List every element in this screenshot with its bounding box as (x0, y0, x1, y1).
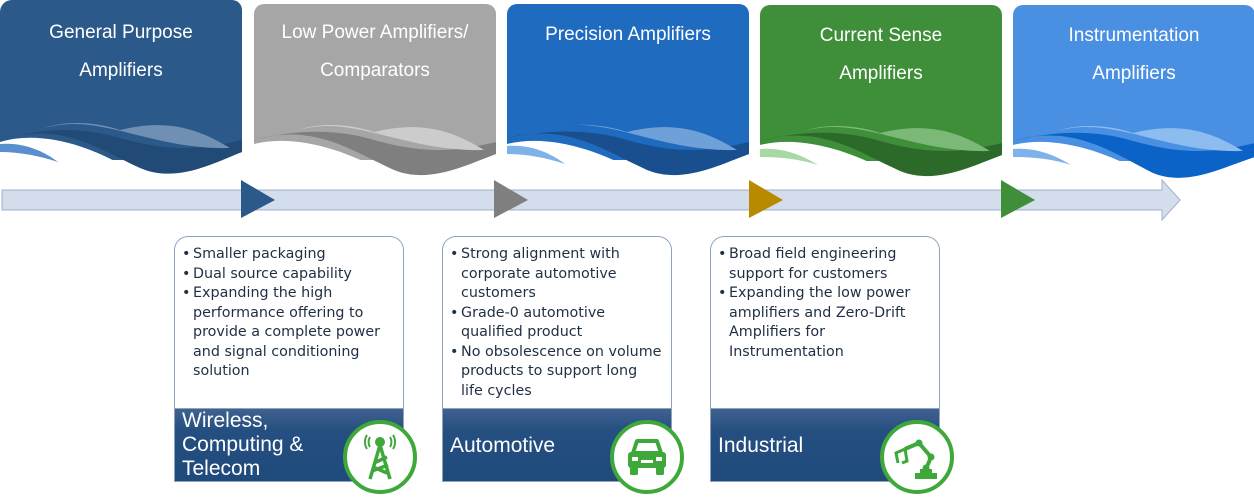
bullet-item: Smaller packaging (182, 245, 395, 265)
tile-title-line1: Instrumentation (1068, 25, 1200, 46)
bullet-list: Strong alignment with corporate automoti… (443, 237, 671, 401)
market-card-industrial: Broad field engineering support for cust… (710, 236, 954, 494)
tile-title-line2: Comparators (320, 60, 430, 81)
tile-precision: Precision Amplifiers (507, 4, 749, 184)
tile-title-line1: General Purpose (49, 22, 193, 43)
card-body: Strong alignment with corporate automoti… (442, 236, 672, 409)
tile-title-line1: Low Power Amplifiers/ (281, 22, 469, 43)
market-label-line: Automotive (450, 434, 556, 457)
car-icon (628, 439, 666, 475)
milestone-marker-2 (494, 180, 528, 218)
card-body: Smaller packaging Dual source capability… (174, 236, 404, 409)
market-badge (610, 420, 684, 494)
tile-background (254, 4, 496, 180)
bullet-item: Expanding the high performance offering … (182, 284, 395, 382)
market-card-wireless: Smaller packaging Dual source capability… (174, 236, 417, 494)
tile-title: Precision Amplifiers (507, 16, 749, 54)
tile-general-purpose: General Purpose Amplifiers (0, 0, 242, 180)
bullet-item: Strong alignment with corporate automoti… (450, 245, 663, 304)
milestone-marker-3 (749, 180, 783, 218)
tile-background (507, 4, 749, 180)
tile-current-sense: Current Sense Amplifiers (760, 5, 1002, 185)
tile-background (760, 5, 1002, 181)
bullet-list: Smaller packaging Dual source capability… (175, 237, 403, 382)
milestone-marker-4 (1001, 180, 1035, 218)
timeline-shaft (1, 178, 1181, 222)
bullet-item: Broad field engineering support for cust… (718, 245, 931, 284)
tile-title: General Purpose Amplifiers (0, 14, 242, 90)
bullet-list: Broad field engineering support for cust… (711, 237, 939, 362)
tile-background (1013, 5, 1254, 181)
tile-title: Instrumentation Amplifiers (1013, 17, 1254, 93)
market-label-line: Computing & (182, 433, 304, 456)
bullet-item: Expanding the low power amplifiers and Z… (718, 284, 931, 362)
market-label-line: Wireless, (182, 409, 269, 432)
bullet-item: Grade-0 automotive qualified product (450, 304, 663, 343)
timeline-arrow (0, 170, 1254, 230)
cell-tower-icon (364, 434, 396, 480)
tile-title-line2: Amplifiers (79, 60, 163, 81)
tile-title-line2: Amplifiers (839, 63, 923, 84)
tile-title-line1: Current Sense (819, 25, 943, 46)
bullet-item: Dual source capability (182, 265, 395, 285)
tile-instrumentation: Instrumentation Amplifiers (1013, 5, 1254, 185)
market-label-line: Telecom (182, 457, 261, 480)
market-badge (343, 420, 417, 494)
market-label-line: Industrial (718, 434, 804, 457)
tile-low-power: Low Power Amplifiers/ Comparators (254, 4, 496, 184)
tile-title: Current Sense Amplifiers (760, 17, 1002, 93)
tile-title-line1: Precision Amplifiers (545, 24, 711, 45)
market-badge (880, 420, 954, 494)
tile-title: Low Power Amplifiers/ Comparators (254, 14, 496, 90)
card-body: Broad field engineering support for cust… (710, 236, 940, 409)
tile-background (0, 0, 242, 177)
tile-title-line2: Amplifiers (1092, 63, 1176, 84)
market-card-automotive: Strong alignment with corporate automoti… (442, 236, 684, 494)
robot-arm-icon (894, 439, 937, 479)
bullet-item: No obsolescence on volume products to su… (450, 343, 663, 402)
milestone-marker-1 (241, 180, 275, 218)
